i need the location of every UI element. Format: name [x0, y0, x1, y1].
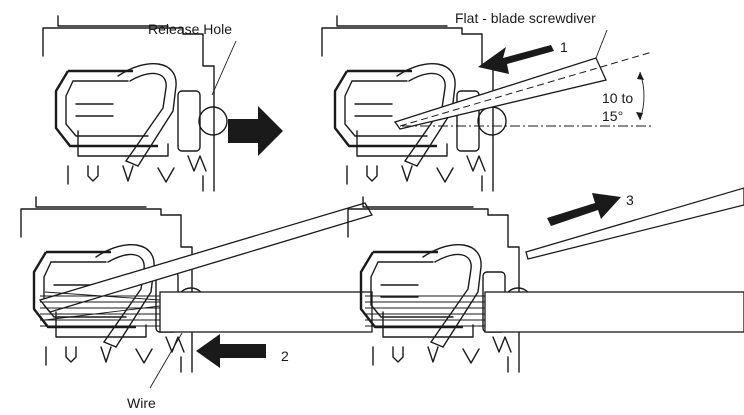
step-1-label: 1: [560, 39, 568, 55]
screwdriver: [525, 187, 744, 260]
arrow-left-icon: [196, 334, 266, 368]
step-3-label: 3: [626, 192, 634, 208]
angle-label-line1: 10 to: [602, 90, 633, 106]
wire: [365, 291, 744, 333]
step-2-label: 2: [281, 348, 289, 364]
screwdriver-label: Flat - blade screwdiver: [455, 10, 596, 26]
release-hole-leader-line: [211, 40, 237, 96]
angle-arc-arrowheads: [636, 72, 644, 120]
wire-label: Wire: [127, 395, 156, 411]
arrow-right-icon: [228, 106, 283, 156]
release-hole-label: Release Hole: [148, 21, 232, 37]
arrow-left-icon: [478, 45, 554, 74]
screwdriver-leader-line: [595, 29, 608, 59]
screwdriver: [393, 57, 607, 130]
panel-4-terminal: [346, 195, 534, 374]
panel-1-terminal: [41, 14, 229, 193]
arrow-right-icon: [547, 193, 621, 226]
wire-leader-line: [149, 332, 183, 389]
angle-label-line2: 15°: [602, 108, 623, 124]
wire: [40, 291, 373, 333]
